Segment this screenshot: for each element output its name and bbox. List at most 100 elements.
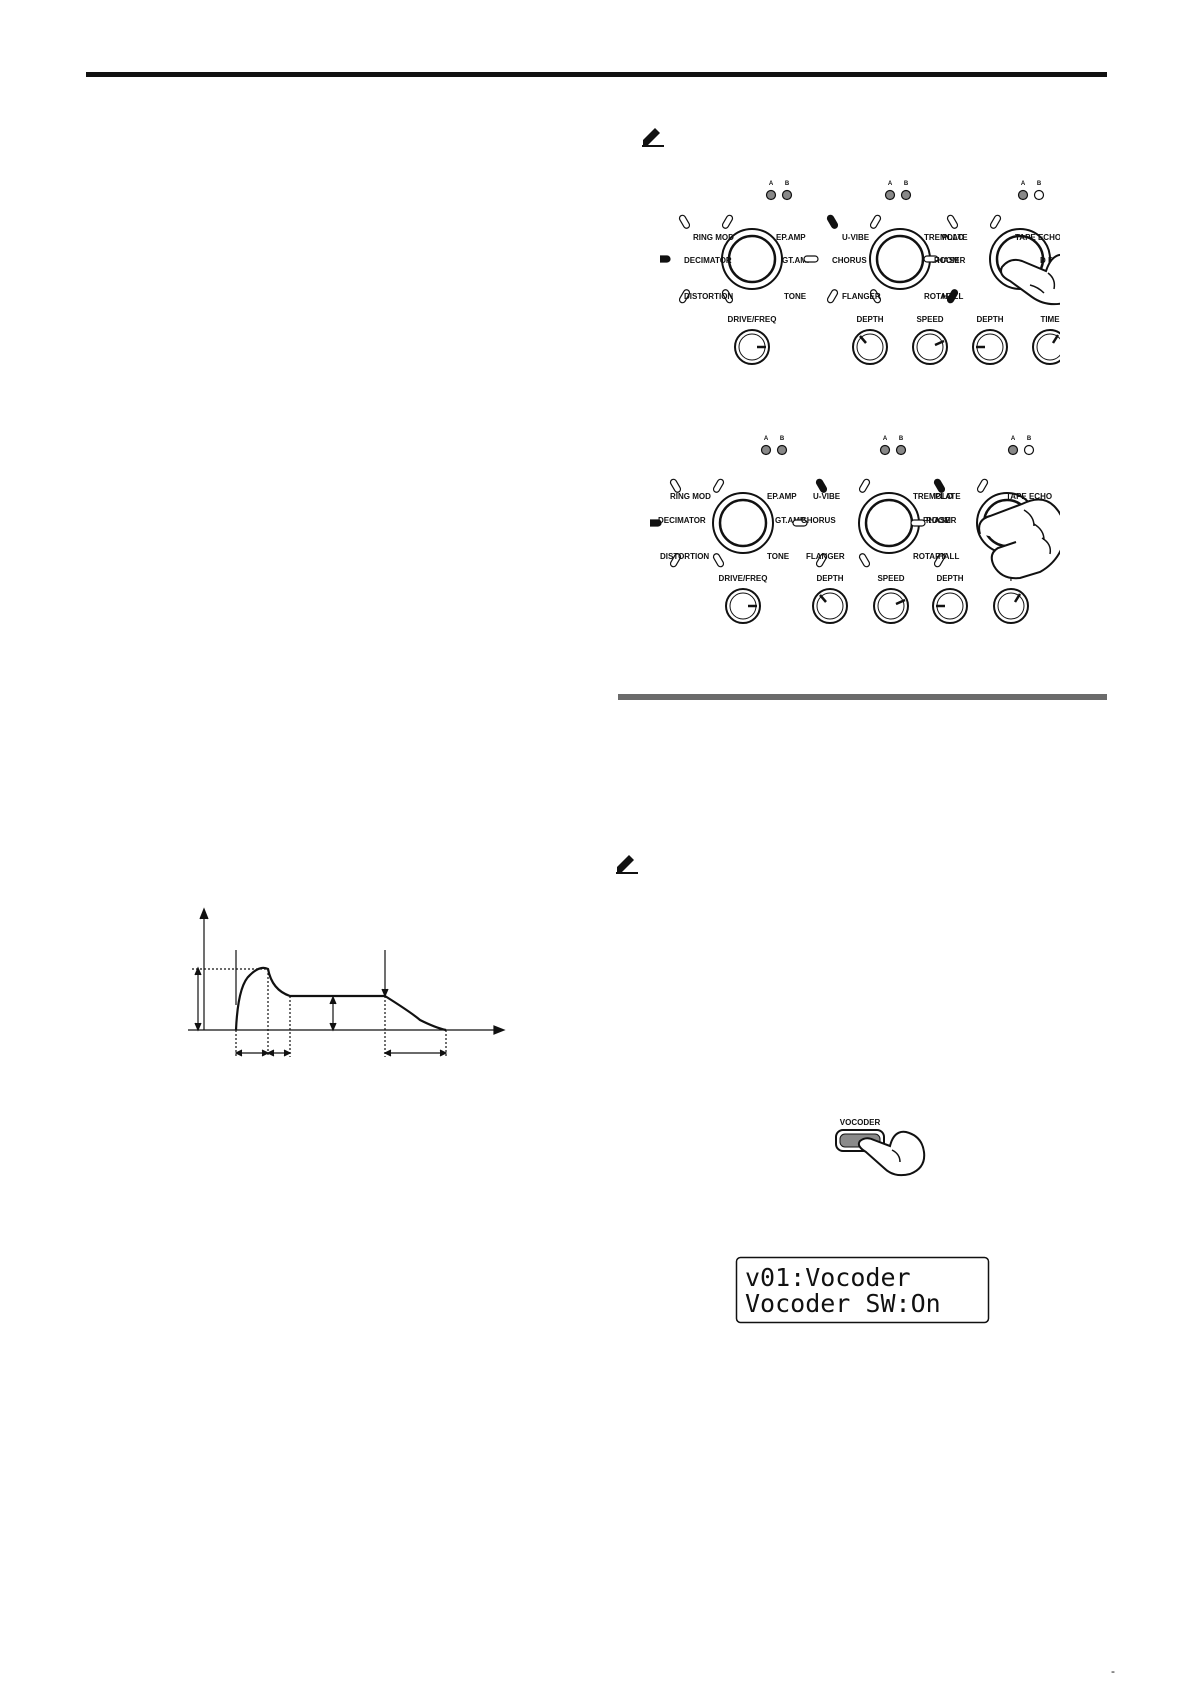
led-a — [1017, 189, 1029, 201]
label-tape-echo: TAPE ECHO — [1006, 492, 1052, 501]
led-label-b: B — [899, 436, 904, 442]
label-room: ROOM — [926, 516, 951, 525]
envelope-diagram — [188, 907, 506, 1057]
section-rule — [618, 694, 1107, 700]
envelope-curve — [234, 966, 447, 1032]
led-label-b: B — [1037, 181, 1042, 187]
led-b — [776, 444, 788, 456]
knob-rev-depth[interactable] — [932, 588, 968, 624]
label-ring-mod: RING MOD — [670, 492, 711, 501]
led-group-modulation: A B — [884, 181, 912, 201]
effects-panel-top: A B A B A B RING MOD EP.AMP DECIMATOR GT… — [660, 181, 1060, 365]
knob-rev-time[interactable] — [993, 588, 1029, 624]
label-gt-amp: GT.AMP — [782, 256, 813, 265]
label-hall: HALL — [942, 292, 963, 301]
label-rotary: ROTARY — [913, 552, 947, 561]
led-group-reverb: A B — [1007, 436, 1035, 456]
vocoder-button-illustration: VOCODER — [835, 1118, 926, 1177]
led-label-a: A — [888, 181, 893, 187]
top-rule — [86, 72, 1107, 77]
knob-mod-depth[interactable] — [852, 329, 888, 365]
led-label-a: A — [883, 436, 888, 442]
led-a — [765, 189, 777, 201]
selector-knob-distortion[interactable] — [660, 214, 783, 304]
led-b — [1033, 189, 1045, 201]
label-tone: TONE — [784, 292, 807, 301]
label-room: ROOM — [934, 256, 959, 265]
led-group-modulation: A B — [879, 436, 907, 456]
led-label-a: A — [1011, 436, 1016, 442]
label-chorus: CHORUS — [801, 516, 836, 525]
label-decimator: DECIMATOR — [658, 516, 706, 525]
label-rotary: ROTARY — [924, 292, 958, 301]
label-drive-freq: DRIVE/FREQ — [728, 315, 777, 324]
led-b — [781, 189, 793, 201]
knob-drive-freq[interactable] — [734, 329, 770, 365]
label-depth: DEPTH — [856, 315, 883, 324]
label-phaser: PHASER — [923, 516, 957, 525]
label-tremolo: TREMOLO — [924, 233, 964, 242]
label-u-vibe: U-VIBE — [813, 492, 841, 501]
hand-pointer-icon — [1000, 253, 1060, 306]
led-b — [895, 444, 907, 456]
page-marker: - — [1111, 1664, 1115, 1678]
label-speed: SPEED — [916, 315, 943, 324]
label-depth: DEPTH — [976, 315, 1003, 324]
lcd-line-2: Vocoder SW:On — [745, 1289, 941, 1318]
lcd-display: v01:Vocoder Vocoder SW:On — [735, 1256, 990, 1324]
label-phaser: PHASER — [932, 256, 966, 265]
led-group-reverb: A B — [1017, 181, 1045, 201]
note-pencil-icon — [616, 855, 638, 874]
led-label-a: A — [764, 436, 769, 442]
hand-grip-icon — [978, 498, 1060, 580]
led-label-a: A — [1021, 181, 1026, 187]
led-b — [1023, 444, 1035, 456]
label-tone: TONE — [767, 552, 790, 561]
label-gt-amp: GT.AMP — [775, 516, 806, 525]
vocoder-button-label: VOCODER — [840, 1118, 881, 1127]
label-ep-amp: EP.AMP — [776, 233, 806, 242]
knob-mod-speed[interactable] — [873, 588, 909, 624]
selector-knob-modulation[interactable] — [803, 214, 931, 304]
knob-mod-depth[interactable] — [812, 588, 848, 624]
label-hall: HALL — [938, 552, 959, 561]
knob-rev-depth[interactable] — [972, 329, 1008, 365]
knob-rev-time[interactable] — [1032, 329, 1060, 365]
led-group-distortion: A B — [765, 181, 793, 201]
label-tape-echo: TAPE ECHO — [1015, 233, 1060, 242]
label-flanger: FLANGER — [806, 552, 845, 561]
label-depth: DEPTH — [936, 574, 963, 583]
led-group-distortion: A B — [760, 436, 788, 456]
knob-mod-speed[interactable] — [912, 329, 948, 365]
label-u-vibe: U-VIBE — [842, 233, 870, 242]
led-a — [760, 444, 772, 456]
led-a — [1007, 444, 1019, 456]
knob-drive-freq[interactable] — [725, 588, 761, 624]
selector-knob-modulation[interactable] — [792, 478, 920, 568]
led-label-b: B — [785, 181, 790, 187]
label-time: TIME — [1040, 315, 1060, 324]
label-plate: PLATE — [935, 492, 961, 501]
label-speed: SPEED — [877, 574, 904, 583]
y-axis-arrow-icon — [199, 907, 209, 920]
led-label-b: B — [904, 181, 909, 187]
hand-pointer-icon — [857, 1130, 926, 1177]
lcd-line-1: v01:Vocoder — [745, 1263, 911, 1292]
label-flanger: FLANGER — [842, 292, 881, 301]
note-pencil-icon — [642, 128, 664, 147]
label-tremolo: TREMOLO — [913, 492, 953, 501]
label-distortion: DISTORTION — [660, 552, 709, 561]
effects-panel-bottom: A B A B A B RING MOD EP.AMP DECIMATOR GT… — [650, 436, 1060, 624]
led-label-b: B — [1027, 436, 1032, 442]
led-label-a: A — [769, 181, 774, 187]
led-a — [884, 189, 896, 201]
label-ep-amp: EP.AMP — [767, 492, 797, 501]
label-decimator: DECIMATOR — [684, 256, 732, 265]
label-chorus: CHORUS — [832, 256, 867, 265]
label-distortion: DISTORTION — [684, 292, 733, 301]
selector-knob-distortion[interactable] — [650, 478, 774, 568]
x-axis-arrow-icon — [493, 1025, 506, 1035]
led-b — [900, 189, 912, 201]
label-plate: PLATE — [942, 233, 968, 242]
led-a — [879, 444, 891, 456]
